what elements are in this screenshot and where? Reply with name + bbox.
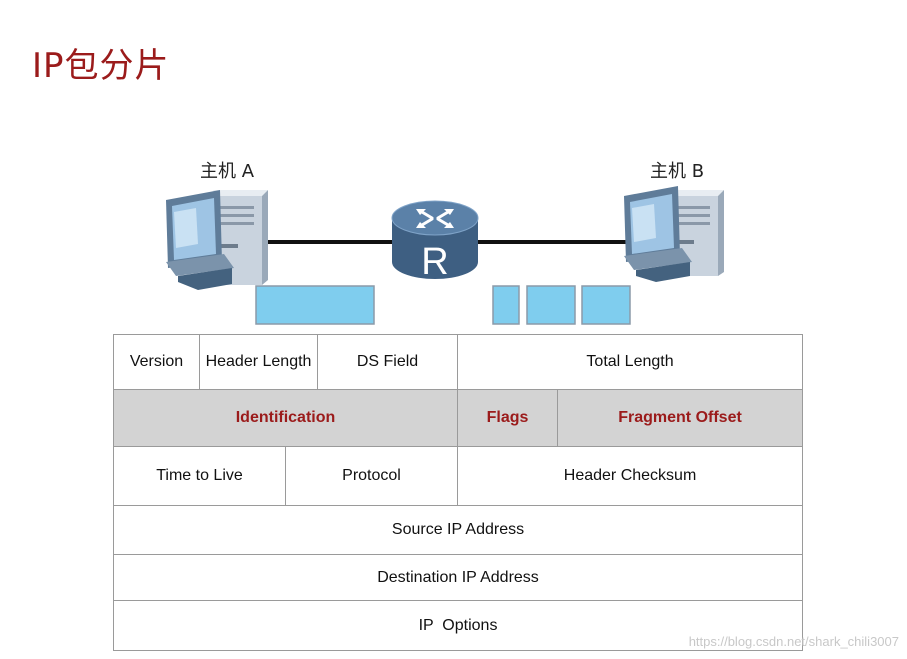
host-a-computer-icon	[166, 190, 268, 290]
fragment-offset-field: Fragment Offset	[557, 389, 804, 447]
host-a-label: 主机 A	[200, 161, 255, 182]
host-b-computer-icon	[624, 186, 724, 282]
page-title: IP包分片	[32, 46, 170, 86]
destination-ip-field: Destination IP Address	[112, 554, 804, 601]
host-b-label: 主机 B	[650, 161, 705, 182]
protocol-field: Protocol	[284, 446, 459, 506]
fragment-1	[492, 285, 520, 325]
identification-field: Identification	[112, 389, 459, 447]
original-packet	[255, 285, 375, 325]
source-ip-field: Source IP Address	[112, 505, 804, 555]
fragment-3	[581, 285, 631, 325]
ds-field: DS Field	[317, 334, 459, 390]
watermark: https://blog.csdn.net/shark_chili3007	[688, 634, 899, 649]
header-checksum-field: Header Checksum	[457, 446, 804, 506]
ttl-field: Time to Live	[113, 446, 286, 506]
ip-options-field: IP Options	[112, 600, 804, 651]
fragment-2	[526, 285, 576, 325]
version-field: Version	[113, 334, 200, 390]
ip-header-table: Version Header Length DS Field Total Len…	[112, 334, 804, 651]
header-length-field: Header Length	[198, 334, 319, 390]
network-diagram: R	[166, 186, 724, 325]
router-letter: R	[421, 241, 448, 283]
total-length-field: Total Length	[457, 334, 804, 390]
flags-field: Flags	[457, 389, 559, 447]
router-icon: R	[391, 200, 479, 283]
